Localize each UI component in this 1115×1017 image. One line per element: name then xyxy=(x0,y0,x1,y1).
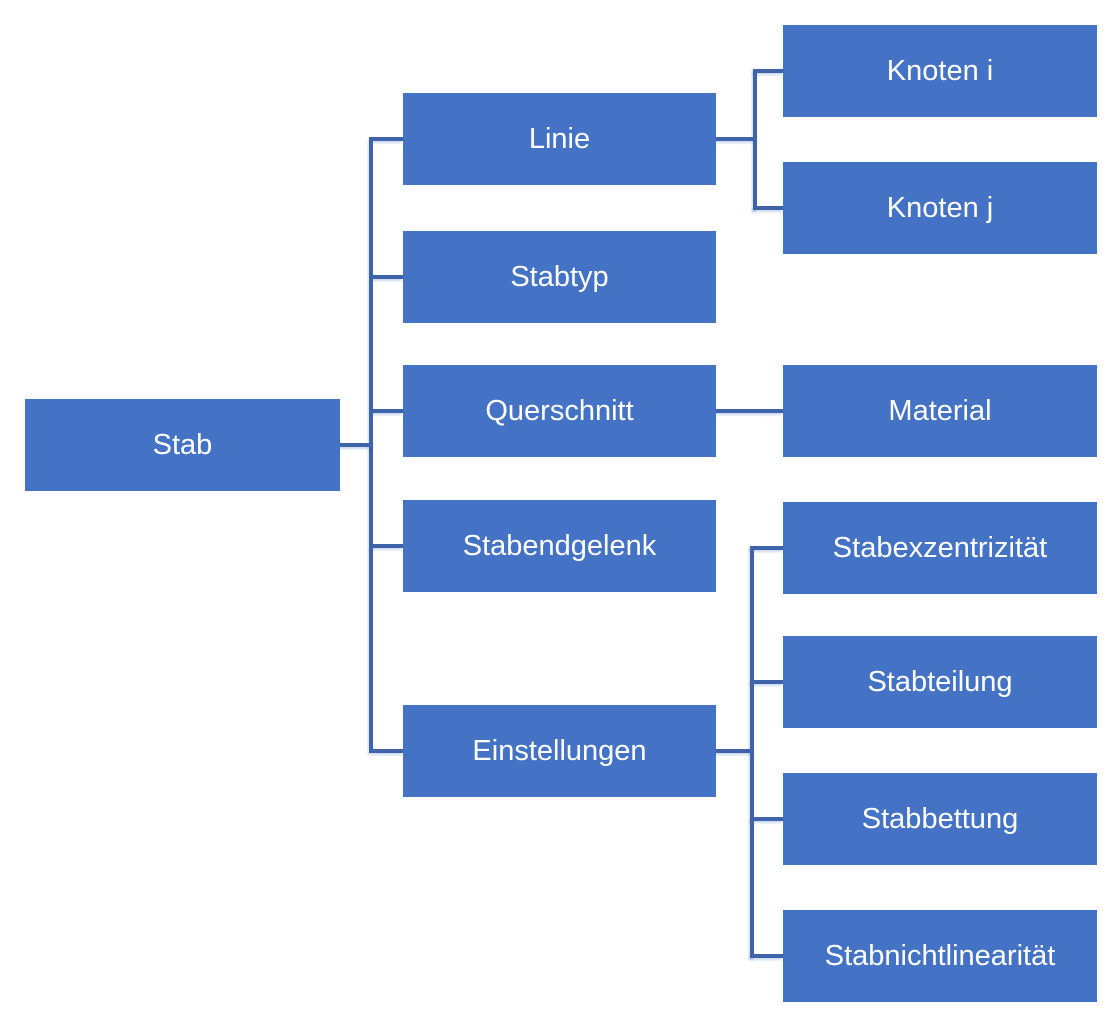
connector-linie-to-knoten-j xyxy=(753,206,783,210)
node-knoten-j: Knoten j xyxy=(783,162,1097,254)
connector-trunk-to-linie xyxy=(373,137,403,141)
node-stabendgelenk: Stabendgelenk xyxy=(403,500,716,592)
connector-to-stabbettung xyxy=(750,817,783,821)
connector-trunk-to-stabtyp xyxy=(373,275,403,279)
connector-trunk-to-einstellungen xyxy=(373,749,403,753)
connector-to-stabteilung xyxy=(750,680,783,684)
connector-linie-branch-vertical xyxy=(753,69,757,210)
connector-einstellungen-out xyxy=(716,749,754,753)
node-knoten-i: Knoten i xyxy=(783,25,1097,117)
connector-linie-to-knoten-i xyxy=(753,69,783,73)
connector-trunk-to-querschnitt xyxy=(373,409,403,413)
connector-einstellungen-branch-vertical xyxy=(750,546,754,958)
connector-querschnitt-to-material xyxy=(716,409,783,413)
connector-linie-out xyxy=(716,137,757,141)
connector-trunk-vertical xyxy=(369,137,373,753)
node-stabbettung: Stabbettung xyxy=(783,773,1097,865)
connector-to-stabexzentrizitaet xyxy=(750,546,783,550)
node-linie: Linie xyxy=(403,93,716,185)
node-stabexzentrizitaet: Stabexzentrizität xyxy=(783,502,1097,594)
node-stabnichtlinearitaet: Stabnichtlinearität xyxy=(783,910,1097,1002)
node-einstellungen: Einstellungen xyxy=(403,705,716,797)
node-querschnitt: Querschnitt xyxy=(403,365,716,457)
node-stabteilung: Stabteilung xyxy=(783,636,1097,728)
node-material: Material xyxy=(783,365,1097,457)
connector-to-stabnichtlinearitaet xyxy=(750,954,783,958)
connector-stab-to-trunk xyxy=(340,443,373,447)
connector-trunk-to-stabendgelenk xyxy=(373,544,403,548)
node-stabtyp: Stabtyp xyxy=(403,231,716,323)
node-stab: Stab xyxy=(25,399,340,491)
